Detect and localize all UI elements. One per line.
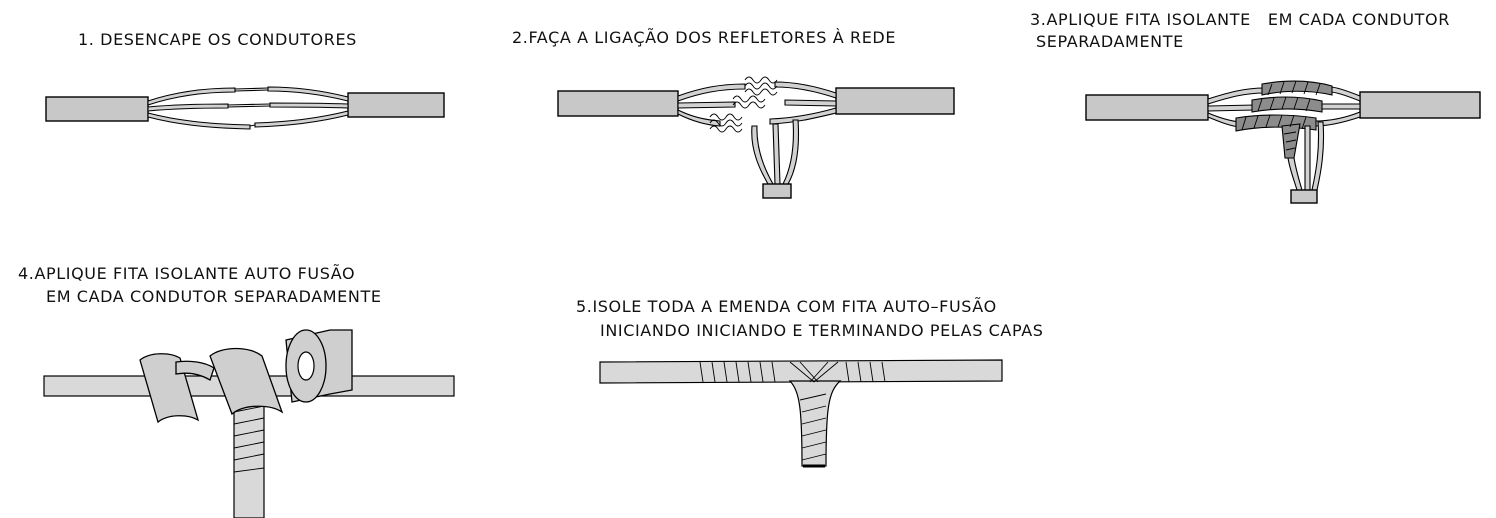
step-3-label-line2: SEPARADAMENTE — [1036, 32, 1184, 51]
step-3-conductor — [1207, 112, 1241, 128]
step-1-conductor — [147, 87, 236, 106]
step-1-right-cable-jacket — [347, 92, 445, 118]
step-3-drop-conductor — [1287, 157, 1303, 191]
step-2-conductor — [677, 101, 736, 109]
step-2-conductor — [677, 83, 746, 102]
step-1-bare-wire — [227, 103, 271, 106]
step-2-drop-conductor — [782, 119, 800, 185]
step-3-label-line1: 3.APLIQUE FITA ISOLANTE EM CADA CONDUTOR — [1030, 10, 1450, 29]
step-4-illustration — [43, 329, 455, 518]
step-3-illustration — [1085, 80, 1481, 204]
step-3-right-cable-jacket — [1359, 91, 1481, 119]
step-4-tape-roll-core — [297, 351, 315, 381]
step-3-drop-conductor — [1304, 125, 1311, 191]
step-4-tape-band — [175, 360, 215, 381]
step-3-tape-texture — [1241, 80, 1321, 151]
step-3-tape-wrap — [1251, 96, 1323, 113]
step-1-conductor — [267, 86, 349, 102]
step-1-bare-wire — [227, 105, 271, 108]
step-4-tape-band — [209, 347, 284, 416]
step-4-drop-tape-texture — [233, 405, 265, 473]
step-2-drop-conductor — [751, 125, 774, 185]
step-3-reflector-cable-jacket — [1290, 189, 1318, 204]
step-1-conductor — [254, 110, 349, 128]
step-2-label: 2.FAÇA A LIGAÇÃO DOS REFLETORES À REDE — [512, 28, 897, 47]
step-2-conductor — [774, 81, 837, 99]
step-1-illustration — [45, 86, 445, 130]
step-2-illustration — [557, 76, 955, 199]
step-1-left-cable-jacket — [45, 96, 149, 122]
step-1-label: 1. DESENCAPE OS CONDUTORES — [78, 30, 357, 49]
step-3-left-cable-jacket — [1085, 94, 1209, 121]
step-2-drop-conductor — [772, 123, 781, 185]
step-4-label-line2: EM CADA CONDUTOR SEPARADAMENTE — [46, 287, 382, 306]
step-5-tape-texture — [699, 361, 886, 461]
step-2-right-cable-jacket — [835, 87, 955, 115]
step-2-conductor — [784, 99, 837, 107]
step-1-conductor — [269, 102, 349, 109]
step-2-splice-coils — [709, 76, 778, 133]
step-1-conductor — [147, 112, 251, 130]
step-2-conductor — [769, 107, 837, 125]
step-4-label-line1: 4.APLIQUE FITA ISOLANTE AUTO FUSÃO — [18, 264, 356, 283]
step-2-reflector-cable-jacket — [762, 183, 792, 199]
step-3-drop-conductor — [1311, 121, 1325, 191]
step-3-tape-wrap — [1261, 80, 1333, 96]
step-5-label-line1: 5.ISOLE TODA A EMENDA COM FITA AUTO–FUSÃ… — [576, 297, 997, 316]
step-2-left-cable-jacket — [557, 90, 679, 117]
step-5-illustration — [599, 359, 1003, 468]
step-3-conductor — [1329, 86, 1361, 102]
step-3-conductor — [1207, 104, 1256, 112]
step-3-conductor — [1319, 103, 1361, 110]
step-1-bare-wire — [234, 89, 269, 92]
step-1-bare-wire — [249, 124, 256, 127]
step-5-drop-cable — [788, 380, 842, 467]
step-2-conductor — [677, 109, 721, 127]
step-5-label-line2: INICIANDO INICIANDO E TERMINANDO PELAS C… — [600, 321, 1044, 340]
step-1-conductor — [147, 103, 229, 112]
step-1-bare-wire — [234, 87, 269, 90]
